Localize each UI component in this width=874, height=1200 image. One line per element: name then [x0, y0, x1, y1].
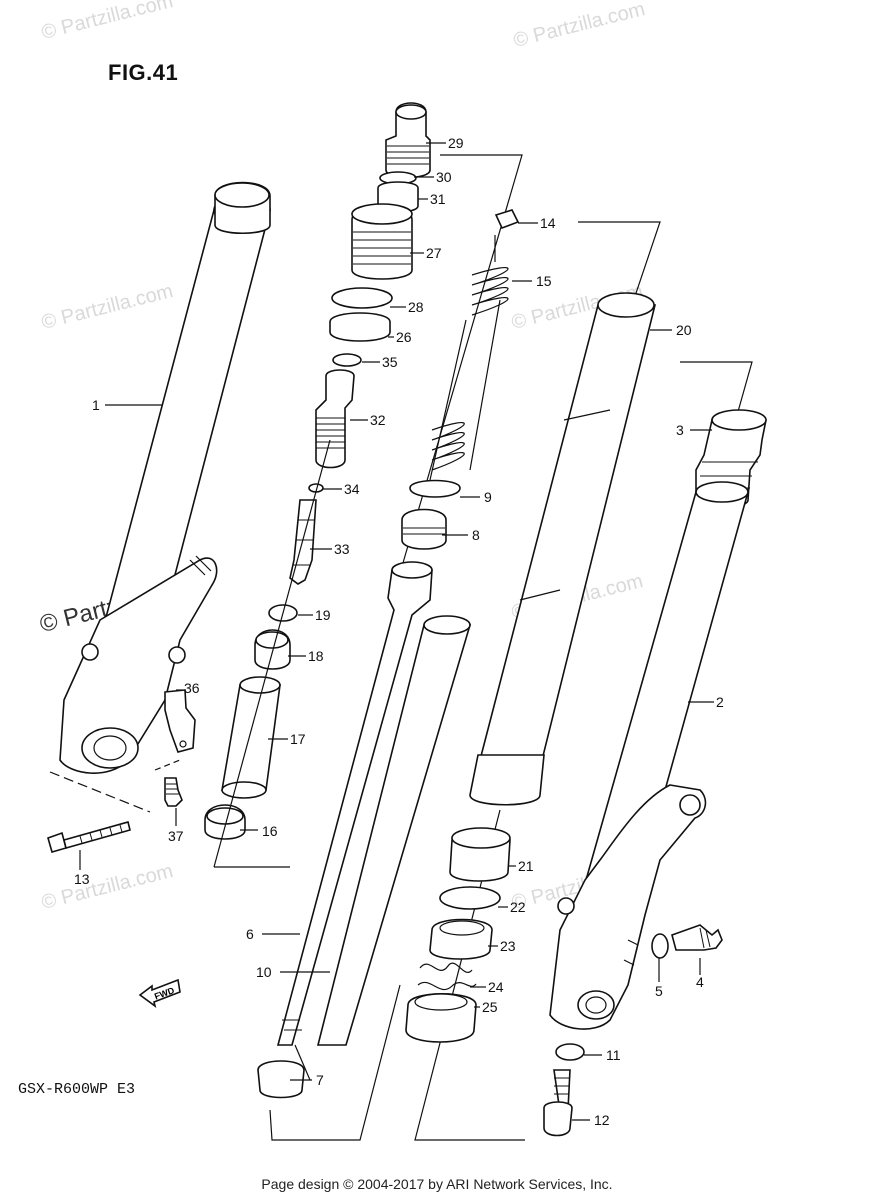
gasket-5[interactable]: [651, 933, 669, 959]
adjuster-27[interactable]: [351, 203, 413, 280]
callout-31: 31: [430, 191, 446, 207]
callout-11: 11: [606, 1047, 621, 1063]
callout-29: 29: [448, 135, 464, 151]
callout-1: 1: [92, 397, 100, 413]
callout-32: 32: [370, 412, 386, 428]
bushing-16[interactable]: [204, 804, 246, 840]
oil-seal-23[interactable]: [429, 918, 493, 960]
spacer-17[interactable]: [221, 676, 281, 799]
bolt-37[interactable]: [164, 777, 183, 807]
callout-8: 8: [472, 527, 480, 543]
callout-21: 21: [518, 858, 534, 874]
callout-12: 12: [594, 1112, 610, 1128]
callout-16: 16: [262, 823, 278, 839]
callout-6: 6: [246, 926, 254, 942]
ring-35[interactable]: [332, 353, 362, 367]
ring-26[interactable]: [329, 312, 391, 342]
callout-17: 17: [290, 731, 306, 747]
callout-22: 22: [510, 899, 526, 915]
rod-32[interactable]: [315, 369, 355, 469]
bracket-36[interactable]: [164, 689, 196, 753]
callout-36: 36: [184, 680, 200, 696]
callout-34: 34: [344, 481, 360, 497]
callout-26: 26: [396, 329, 412, 345]
callout-9: 9: [484, 489, 492, 505]
callout-33: 33: [334, 541, 350, 557]
washer-22[interactable]: [439, 886, 501, 910]
bushing-21[interactable]: [449, 827, 511, 882]
inner-tube-10[interactable]: [316, 615, 472, 1046]
bolt-13[interactable]: [47, 821, 131, 853]
washer-9[interactable]: [409, 479, 461, 498]
page-footer: Page design © 2004-2017 by ARI Network S…: [261, 1176, 613, 1192]
stopper-ring-24[interactable]: [417, 962, 477, 991]
callout-18: 18: [308, 648, 324, 664]
outer-tube-left[interactable]: [59, 181, 272, 774]
callout-37: 37: [168, 828, 184, 844]
callout-7: 7: [316, 1072, 324, 1088]
callout-2: 2: [716, 694, 724, 710]
callout-labels: 1 2 3 4 5 6 7 8 9 10 11 12 13 14 15 16 1…: [74, 135, 724, 1128]
figure-title: FIG.41: [108, 60, 179, 85]
callout-20: 20: [676, 322, 692, 338]
seat-8[interactable]: [401, 508, 447, 550]
callout-30: 30: [436, 169, 452, 185]
dust-seal-25[interactable]: [405, 992, 477, 1043]
cap-bolt-29[interactable]: [385, 102, 431, 179]
outer-tube-right[interactable]: [549, 481, 750, 1030]
spring-15[interactable]: [429, 235, 509, 481]
bushing-7[interactable]: [257, 1060, 305, 1099]
callout-3: 3: [676, 422, 684, 438]
nut-14[interactable]: [494, 209, 520, 230]
forward-arrow-icon: FWD: [138, 978, 181, 1008]
callout-10: 10: [256, 964, 272, 980]
callout-25: 25: [482, 999, 498, 1015]
callout-4: 4: [696, 974, 704, 990]
inner-tube-20[interactable]: [469, 292, 657, 806]
callout-24: 24: [488, 979, 504, 995]
model-code: GSX-R600WP E3: [18, 1081, 136, 1098]
callout-14: 14: [540, 215, 556, 231]
drain-bolt-4[interactable]: [671, 924, 723, 951]
callout-28: 28: [408, 299, 424, 315]
o-ring-28[interactable]: [331, 287, 393, 309]
bolt-12[interactable]: [543, 1069, 573, 1137]
callout-23: 23: [500, 938, 516, 954]
callout-19: 19: [315, 607, 331, 623]
washer-11[interactable]: [555, 1043, 585, 1061]
callout-5: 5: [655, 983, 663, 999]
callout-13: 13: [74, 871, 90, 887]
callout-27: 27: [426, 245, 442, 261]
callout-15: 15: [536, 273, 552, 289]
callout-35: 35: [382, 354, 398, 370]
